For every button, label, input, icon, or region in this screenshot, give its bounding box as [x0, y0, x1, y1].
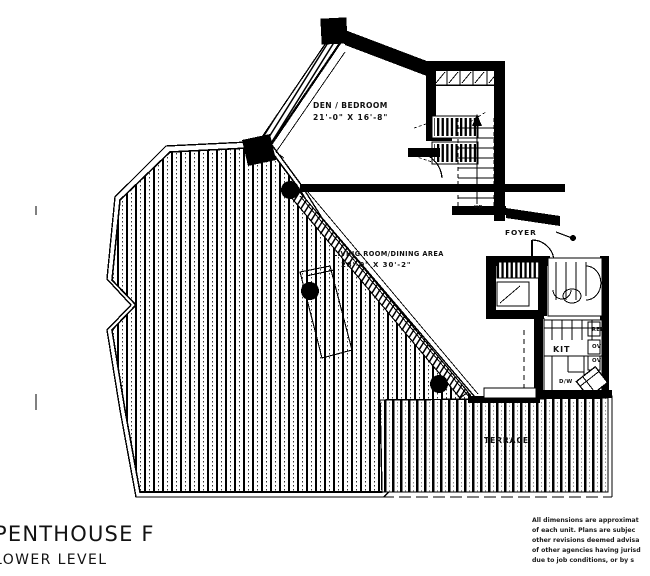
east-exterior-wall	[494, 61, 505, 221]
terrace-south-fill	[379, 397, 609, 493]
oven-upper-label: OV	[592, 344, 602, 350]
north-wall-den	[345, 30, 432, 78]
diagonal-window-wall	[257, 36, 346, 159]
room-dimensions-living-room: 28'-0" X 30'-2"	[341, 261, 412, 269]
refrigerator-label: REF	[592, 327, 604, 333]
page-subtitle: LOWER LEVEL	[0, 552, 108, 568]
room-label-terrace: TERRACE	[484, 436, 529, 445]
disclaimer-line-3: other revisions deemed advisa	[532, 536, 640, 544]
room-dimensions-den: 21'-0" X 16'-8"	[313, 113, 389, 122]
disclaimer-line-1: All dimensions are approximat	[532, 516, 639, 524]
dishwasher-label: D/W	[559, 379, 573, 385]
living-north-wall	[300, 184, 460, 192]
balcony-rail-detail	[299, 265, 353, 359]
column-circle-mid	[301, 282, 319, 300]
column-block-west	[242, 134, 276, 166]
den-east-partition	[426, 61, 436, 139]
title-block: PENTHOUSE F LOWER LEVEL	[0, 523, 155, 568]
ne-exterior-wall	[430, 61, 504, 70]
stair-direction-label: up	[474, 204, 483, 210]
disclaimer-line-2: of each unit. Plans are subjec	[532, 526, 636, 534]
oven-lower-label: OV	[592, 358, 602, 364]
disclaimer-line-4: of other agencies having jurisd	[532, 546, 641, 554]
stair-run	[457, 111, 495, 208]
room-label-living-room: LIVING ROOM/DINING AREA	[333, 250, 444, 258]
room-label-den: DEN / BEDROOM	[313, 101, 388, 110]
north-window-band	[433, 69, 503, 86]
stair-south-wall	[452, 206, 506, 215]
foyer-north-wall	[506, 208, 560, 226]
kitchen-bath-core	[486, 256, 612, 400]
column-circle-south	[430, 375, 448, 393]
disclaimer-line-5: due to job conditions, or by s	[532, 556, 635, 564]
disclaimer-text: All dimensions are approximat of each un…	[532, 516, 650, 566]
column-circle-north	[281, 181, 299, 199]
south-interior-wall	[468, 396, 540, 403]
page-title: PENTHOUSE F	[0, 521, 155, 546]
room-label-foyer: FOYER	[505, 228, 537, 237]
room-label-kitchen: KIT	[553, 345, 571, 354]
building-walls	[242, 17, 612, 403]
